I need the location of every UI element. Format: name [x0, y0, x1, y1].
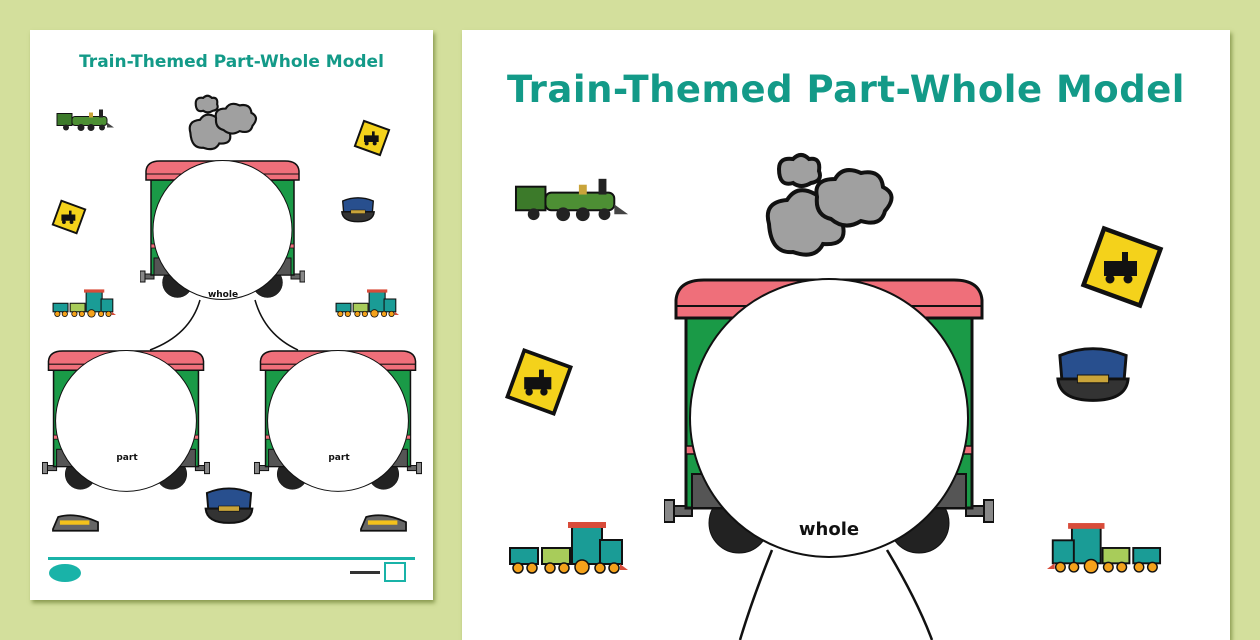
train-warning-sign-icon [1084, 229, 1161, 306]
part-label: part [116, 453, 138, 463]
train-warning-sign-icon [505, 348, 573, 416]
part-carriage-icon [254, 350, 422, 493]
part-carriage-icon [42, 350, 210, 493]
page-title: Train-Themed Part-Whole Model [79, 52, 384, 72]
connector-line [254, 299, 299, 351]
smoke-cloud-icon [768, 155, 892, 255]
logo-icon [384, 562, 406, 582]
high-speed-train-icon [360, 514, 407, 532]
toy-train-icon [52, 288, 116, 318]
whole-label: whole [799, 519, 859, 540]
footer-divider [48, 557, 415, 560]
conductor-hat-icon [341, 197, 375, 223]
connector-line [738, 549, 774, 640]
steam-locomotive-icon [514, 177, 630, 223]
train-warning-sign-icon [51, 199, 87, 235]
footer-text-mark [350, 571, 380, 574]
worksheet-thumbnail: Train-Themed Part-Whole Model whole part… [30, 30, 433, 600]
connector-line [885, 549, 934, 640]
smoke-cloud-icon [188, 94, 258, 151]
logo-icon [49, 564, 81, 582]
toy-train-icon [1047, 522, 1162, 574]
whole-carriage-icon [664, 278, 994, 559]
high-speed-train-icon [52, 514, 99, 532]
conductor-hat-icon [1056, 347, 1130, 403]
page-title: Train-Themed Part-Whole Model [507, 68, 1185, 111]
connector-line [149, 299, 201, 351]
toy-train-icon [335, 288, 399, 318]
toy-train-icon [509, 521, 628, 575]
train-warning-sign-icon [353, 119, 391, 157]
steam-locomotive-icon [56, 108, 115, 132]
part-label: part [328, 453, 350, 463]
whole-label: whole [208, 290, 238, 300]
worksheet-preview: Train-Themed Part-Whole Model whole [462, 30, 1230, 640]
conductor-hat-icon [204, 487, 254, 524]
whole-carriage-icon [140, 160, 305, 301]
